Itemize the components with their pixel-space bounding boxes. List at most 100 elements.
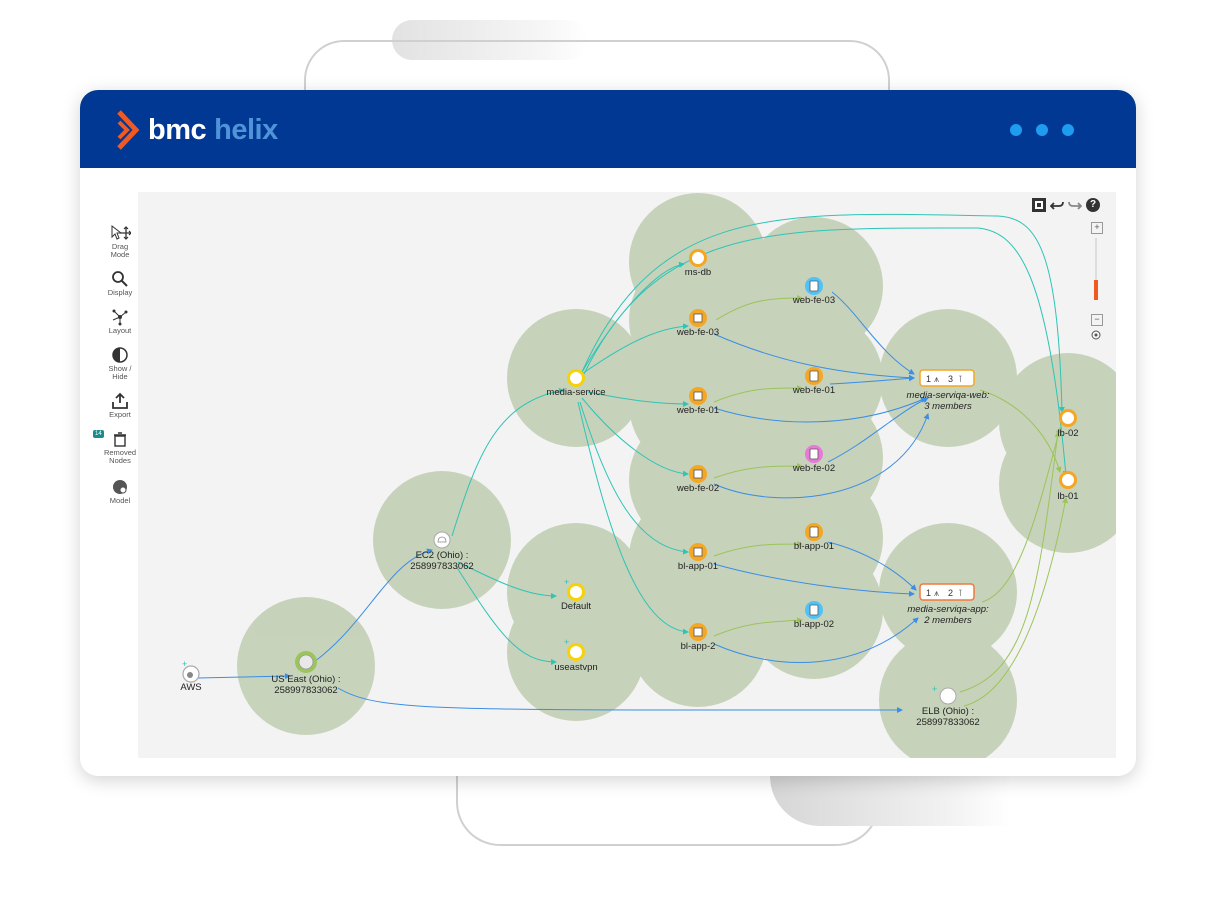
node-bl-app-2[interactable]: bl-app-2 xyxy=(681,623,716,652)
app-group-label-2: 2 members xyxy=(923,615,972,626)
edge-media-blapp2 xyxy=(577,401,689,635)
target-icon xyxy=(1091,330,1101,340)
app-group-label-1: media-serviqa-app: xyxy=(907,604,989,615)
bl-app-2-label: bl-app-2 xyxy=(681,641,716,652)
title-bar: bmc helix xyxy=(80,90,1136,168)
edge-webfe03-webfe03b xyxy=(715,295,803,321)
node-ec2[interactable]: EC2 (Ohio) : 258997833062 xyxy=(410,531,474,572)
export-icon xyxy=(112,392,128,409)
edge-media-webfe02 xyxy=(581,397,689,477)
drag-mode-button[interactable]: Drag Mode xyxy=(98,224,142,259)
app-group-count-1: 1 xyxy=(926,588,931,598)
host-icon xyxy=(809,526,819,538)
show-hide-button[interactable]: ▸ Show / Hide xyxy=(98,346,142,381)
node-web-group[interactable]: 1 ⩚ 3 ⊺ media-serviqa-web: 3 members xyxy=(907,369,990,412)
edge-webfe02-webfe02b xyxy=(713,463,803,479)
edge-webfe02-group xyxy=(713,413,930,499)
edge-webfe01b-group xyxy=(829,375,915,385)
display-button[interactable]: ▸ Display xyxy=(98,270,142,297)
zoom-out-button[interactable]: − xyxy=(1091,314,1103,326)
edge-blapp2-appgroup xyxy=(713,617,919,663)
node-web-fe-02b[interactable]: web-fe-02 xyxy=(792,445,835,474)
default-label: Default xyxy=(561,601,591,612)
host-icon xyxy=(809,448,819,460)
node-ms-db[interactable]: ms-db xyxy=(685,249,711,278)
node-web-fe-03b[interactable]: web-fe-03 xyxy=(792,277,835,306)
removed-nodes-label-2: Nodes xyxy=(109,456,131,465)
subnet-icon xyxy=(570,586,582,598)
help-button[interactable]: ? xyxy=(1086,198,1100,212)
bmc-logo-icon xyxy=(117,110,140,150)
bl-app-02-label: bl-app-02 xyxy=(794,619,834,630)
node-bl-app-01b[interactable]: bl-app-01 xyxy=(794,523,834,552)
host-icon xyxy=(809,604,819,616)
node-lb-01[interactable]: lb-01 xyxy=(1057,471,1079,502)
bmc-helix-logo: bmc helix xyxy=(116,108,278,152)
node-useastvpn[interactable]: + useastvpn xyxy=(554,637,597,673)
edge-elb-lb01 xyxy=(963,497,1069,707)
node-app-group[interactable]: 1 ⩚ 2 ⊺ media-serviqa-app: 2 members xyxy=(907,583,989,626)
redo-button[interactable] xyxy=(1068,198,1082,212)
window-dot-2[interactable] xyxy=(1036,124,1048,136)
node-aws[interactable]: + AWS xyxy=(180,659,201,693)
node-web-fe-03a[interactable]: web-fe-03 xyxy=(676,309,719,338)
node-media-service[interactable]: media-service xyxy=(546,369,606,398)
topology-graph[interactable]: + AWS US East (Ohio) : 258997833062 EC2 … xyxy=(138,192,1116,758)
node-us-east[interactable]: US East (Ohio) : 258997833062 xyxy=(271,651,341,696)
undo-button[interactable] xyxy=(1050,198,1064,212)
aws-plus-icon: + xyxy=(182,659,187,669)
web-group-count-1: 1 xyxy=(926,374,931,384)
topology-canvas[interactable]: + AWS US East (Ohio) : 258997833062 EC2 … xyxy=(138,192,1116,758)
edge-webgroup-lb01 xyxy=(979,389,1062,473)
edge-ec2-media xyxy=(451,387,565,537)
edges xyxy=(197,213,1069,714)
display-label: Display xyxy=(107,288,133,297)
edge-ec2-useastvpn xyxy=(455,565,557,665)
cloud-icon xyxy=(939,687,957,705)
web-group-count-2: 3 xyxy=(948,374,953,384)
web-fe-02a-label: web-fe-02 xyxy=(676,483,719,494)
lb-01-label: lb-01 xyxy=(1057,491,1078,502)
node-web-fe-01b[interactable]: web-fe-01 xyxy=(792,367,835,396)
vpn-icon xyxy=(570,646,582,658)
contrast-icon xyxy=(112,347,128,363)
node-lb-02[interactable]: lb-02 xyxy=(1057,409,1079,439)
aws-glyph xyxy=(187,672,193,678)
removed-nodes-badge: 14 xyxy=(93,430,104,438)
decorative-pill-bottom xyxy=(770,770,1010,826)
fit-screen-icon xyxy=(1035,201,1043,209)
removed-nodes-button[interactable]: 14 ▸ Removed Nodes xyxy=(93,430,142,465)
useastvpn-label: useastvpn xyxy=(554,662,597,673)
reset-zoom-button[interactable] xyxy=(1091,330,1101,340)
fit-to-screen-button[interactable] xyxy=(1032,198,1046,212)
service-icon xyxy=(570,372,582,384)
us-east-label-1: US East (Ohio) : xyxy=(271,674,340,685)
web-fe-01b-label: web-fe-01 xyxy=(792,385,835,396)
node-web-fe-02a[interactable]: web-fe-02 xyxy=(676,465,719,494)
layout-button[interactable]: ▸ Layout xyxy=(98,308,142,335)
window-dot-3[interactable] xyxy=(1062,124,1074,136)
edge-webfe02b-group xyxy=(827,397,929,463)
vm-icon xyxy=(693,627,703,637)
node-web-fe-01a[interactable]: web-fe-01 xyxy=(676,387,719,416)
vm-icon xyxy=(693,547,703,557)
zoom-in-button[interactable]: + xyxy=(1091,222,1103,234)
edge-ec2-default xyxy=(457,561,557,599)
edge-aws-us-east xyxy=(197,673,291,680)
zoom-slider-track[interactable] xyxy=(1095,238,1097,298)
node-elb[interactable]: + ELB (Ohio) : 258997833062 xyxy=(916,684,979,728)
edge-media-msdb xyxy=(581,261,685,373)
export-button[interactable]: ▸ Export xyxy=(98,392,142,419)
drag-mode-label-2: Mode xyxy=(110,250,130,259)
region-icon xyxy=(298,654,314,670)
zoom-slider-handle[interactable] xyxy=(1094,280,1098,300)
node-default[interactable]: + Default xyxy=(561,577,591,612)
node-bl-app-02[interactable]: bl-app-02 xyxy=(794,601,834,630)
node-bl-app-01a[interactable]: bl-app-01 xyxy=(678,543,718,572)
default-plus-icon: + xyxy=(564,577,569,587)
model-button[interactable]: ▸ Model xyxy=(98,478,142,505)
search-icon xyxy=(112,271,128,287)
window-dot-1[interactable] xyxy=(1010,124,1022,136)
edge-blapp01-appgroup xyxy=(713,563,915,597)
window-menu-dots[interactable] xyxy=(1010,124,1074,136)
